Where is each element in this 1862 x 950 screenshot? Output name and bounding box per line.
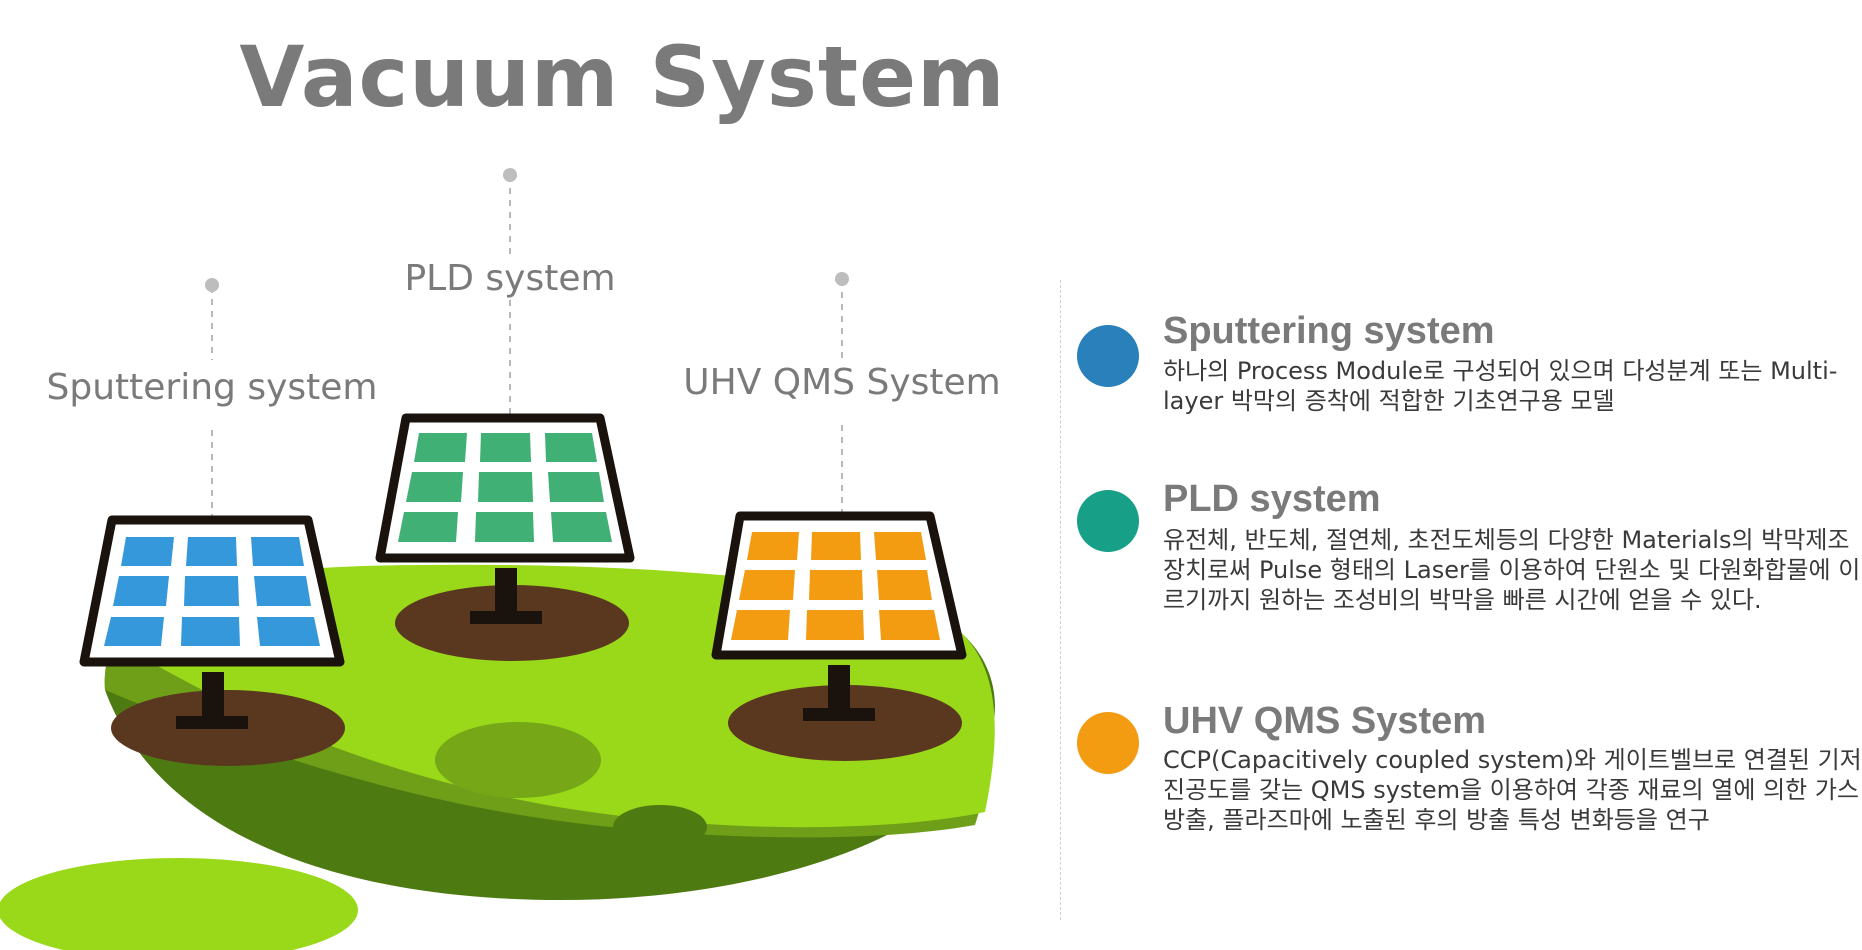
panel-posts: [176, 568, 875, 729]
item-description: 유전체, 반도체, 절연체, 초전도체등의 다양한 Materials의 박막제…: [1163, 526, 1861, 614]
solar-illustration: [0, 168, 995, 950]
pld-bullet-icon: [1077, 490, 1139, 552]
item-title: Sputtering system: [1163, 310, 1495, 352]
item-description: 하나의 Process Module로 구성되어 있으며 다성분계 또는 Mul…: [1163, 357, 1838, 415]
divider: [1060, 280, 1061, 920]
solar-panel-uhv: [711, 511, 967, 660]
leader-dots: [205, 168, 849, 292]
page-title: Vacuum System: [239, 28, 1006, 126]
callout-pld: PLD system: [404, 258, 616, 299]
sputtering-bullet-icon: [1077, 325, 1139, 387]
solar-panel-pld: [375, 413, 635, 563]
solar-panel-sputtering: [79, 515, 345, 667]
uhv-bullet-icon: [1077, 712, 1139, 774]
item-title: UHV QMS System: [1163, 700, 1487, 742]
item-description: CCP(Capacitively coupled system)와 게이트벨브로…: [1163, 746, 1862, 834]
callout-sputtering: Sputtering system: [46, 367, 378, 408]
item-title: PLD system: [1163, 478, 1381, 520]
callout-uhv: UHV QMS System: [683, 362, 1001, 403]
